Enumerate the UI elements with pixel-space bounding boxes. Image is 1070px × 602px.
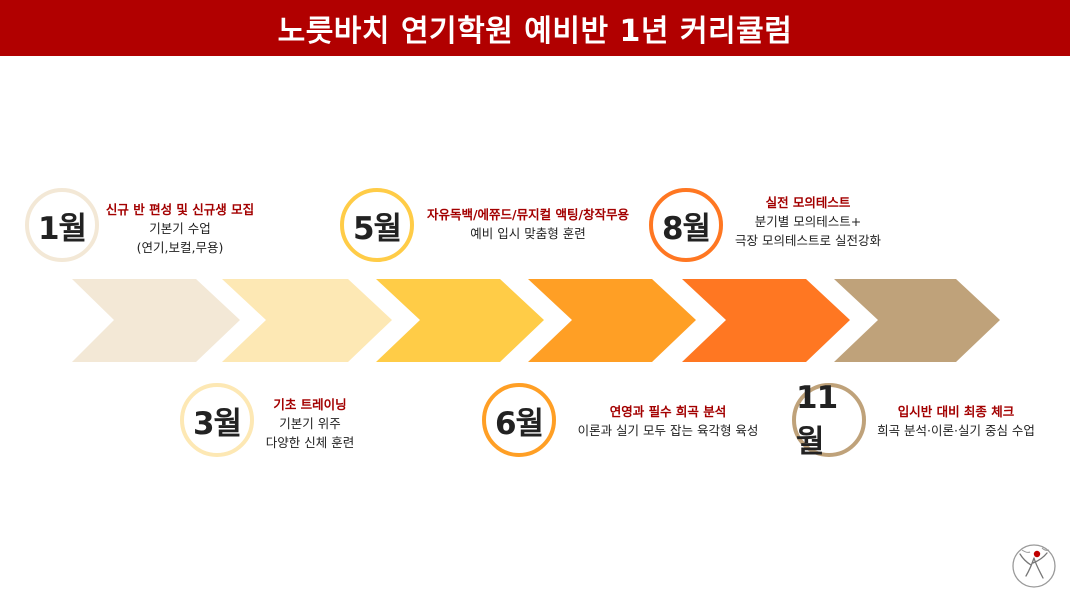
month-badge-4: 6월 xyxy=(482,383,556,457)
stage-line-2a: 기본기 위주 xyxy=(279,416,341,431)
month-label-6: 11월 xyxy=(796,379,838,460)
stage-heading-1: 신규 반 편성 및 신규생 모집 xyxy=(105,202,255,217)
chevron-6 xyxy=(834,279,1000,362)
month-label-5: 8월 xyxy=(661,210,711,247)
dancer-logo-icon xyxy=(1012,544,1056,588)
stage-line-6a: 희곡 분석·이론·실기 중심 수업 xyxy=(877,423,1035,438)
stage-heading-5: 실전 모의테스트 xyxy=(765,195,851,210)
stage-info-2: 기초 트레이닝 기본기 위주 다양한 신체 훈련 xyxy=(250,395,370,452)
chevron-2 xyxy=(222,279,392,362)
chevron-4 xyxy=(528,279,696,362)
stage-line-1a: 기본기 수업 xyxy=(149,221,211,236)
month-label-4: 6월 xyxy=(494,405,544,442)
month-label-1: 1월 xyxy=(37,210,87,247)
stage-heading-6: 입시반 대비 최종 체크 xyxy=(897,404,1015,419)
stage-info-5: 실전 모의테스트 분기별 모의테스트+ 극장 모의테스트로 실전강화 xyxy=(722,193,894,250)
month-badge-2: 3월 xyxy=(180,383,254,457)
stage-heading-3: 자유독백/에쮸드/뮤지컬 액팅/창작무용 xyxy=(426,207,630,222)
month-badge-6: 11월 xyxy=(792,380,866,460)
title-bar: 노릇바치 연기학원 예비반 1년 커리큘럼 xyxy=(0,0,1070,56)
stage-info-6: 입시반 대비 최종 체크 희곡 분석·이론·실기 중심 수업 xyxy=(868,402,1044,440)
stage-heading-4: 연영과 필수 희곡 분석 xyxy=(609,404,727,419)
chevron-3 xyxy=(376,279,544,362)
stage-line-2b: 다양한 신체 훈련 xyxy=(265,435,355,450)
stage-line-1b: (연기,보컬,무용) xyxy=(136,240,224,255)
month-label-2: 3월 xyxy=(192,405,242,442)
stage-info-1: 신규 반 편성 및 신규생 모집 기본기 수업 (연기,보컬,무용) xyxy=(100,200,260,257)
chevron-1 xyxy=(72,279,240,362)
month-badge-5: 8월 xyxy=(649,188,723,262)
stage-heading-2: 기초 트레이닝 xyxy=(273,397,347,412)
stage-line-5a: 분기별 모의테스트+ xyxy=(754,214,862,229)
stage-info-3: 자유독백/에쮸드/뮤지컬 액팅/창작무용 예비 입시 맞춤형 훈련 xyxy=(416,205,640,243)
stage-info-4: 연영과 필수 희곡 분석 이론과 실기 모두 잡는 육각형 육성 xyxy=(564,402,772,440)
stage-line-5b: 극장 모의테스트로 실전강화 xyxy=(735,233,881,248)
chevron-5 xyxy=(682,279,850,362)
stage-line-3a: 예비 입시 맞춤형 훈련 xyxy=(470,226,586,241)
month-label-3: 5월 xyxy=(352,210,402,247)
page-title: 노릇바치 연기학원 예비반 1년 커리큘럼 xyxy=(277,14,793,49)
stage-line-4a: 이론과 실기 모두 잡는 육각형 육성 xyxy=(577,423,759,438)
month-badge-1: 1월 xyxy=(25,188,99,262)
month-badge-3: 5월 xyxy=(340,188,414,262)
